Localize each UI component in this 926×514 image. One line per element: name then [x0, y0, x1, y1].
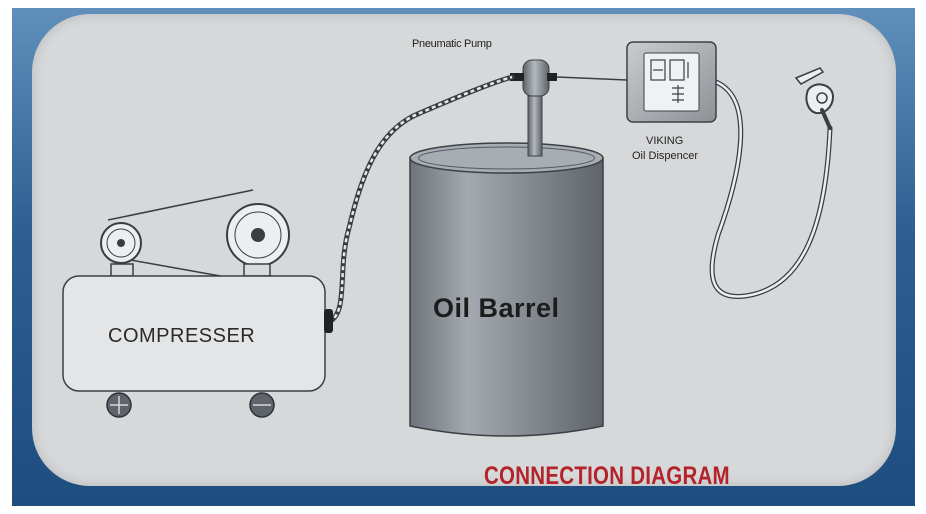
compressor	[62, 189, 333, 418]
oil-barrel	[409, 142, 604, 437]
compressor-wheel-left	[106, 392, 132, 418]
dispenser-hose	[709, 79, 833, 299]
dispenser-name-label: Oil Dispencer	[632, 150, 699, 162]
compressor-wheel-right	[249, 392, 275, 418]
dispenser-display-icon	[650, 59, 689, 103]
dispenser-brand-label: VIKING	[646, 135, 684, 147]
pump-label: Pneumatic Pump	[412, 38, 492, 50]
viking-oil-dispenser	[626, 41, 717, 123]
barrel-label: Oil Barrel	[433, 293, 560, 323]
compressor-label: COMPRESSER	[108, 325, 256, 347]
diagram-title: CONNECTION DIAGRAM	[484, 462, 730, 490]
pneumatic-pump	[510, 59, 557, 157]
air-hose	[326, 74, 515, 325]
fuel-nozzle-icon	[794, 67, 835, 130]
oil-line	[556, 76, 628, 81]
